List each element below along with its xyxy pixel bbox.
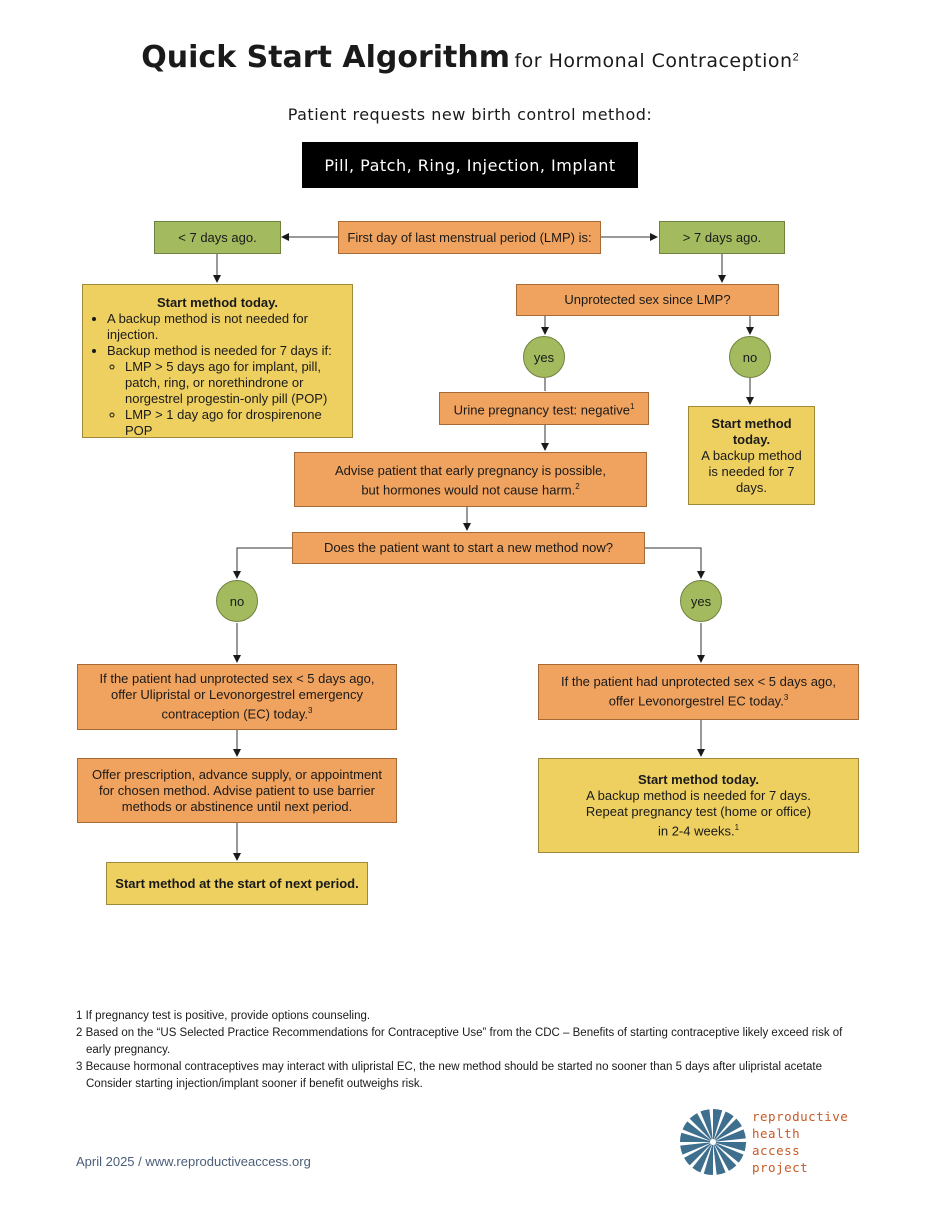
logo-ray (692, 1144, 712, 1173)
list-item: LMP > 1 day ago for drospirenone POP (125, 407, 344, 439)
footnote-3: 3 Because hormonal contraceptives may in… (76, 1061, 822, 1090)
start-next-period-text: Start method at the start of next period… (115, 875, 359, 891)
offer-prescription-text: Offer prescription, advance supply, or a… (92, 766, 383, 814)
no-start-body: A backup method is needed for 7 days. (701, 448, 802, 495)
title-footnote-ref: 2 (792, 51, 799, 64)
start-today-heading-left: Start method today. (156, 295, 279, 310)
logo-ray (715, 1129, 746, 1142)
title-bold: Quick Start Algorithm (141, 40, 510, 75)
advise-box: Advise patient that early pregnancy is p… (294, 452, 647, 507)
logo-ray (700, 1109, 713, 1140)
no-label: no (229, 593, 245, 609)
logo-ray (680, 1142, 711, 1155)
lmp-less-7: < 7 days ago. (178, 229, 257, 245)
footnote-1: 1 If pregnancy test is positive, provide… (76, 1010, 371, 1022)
logo-ray (715, 1142, 746, 1152)
list-item-text: Backup method is needed for 7 days if: (107, 343, 332, 358)
left-bullet-list: A backup method is not needed for inject… (91, 311, 344, 439)
footnotes: 1 If pregnancy test is positive, provide… (76, 1008, 856, 1093)
ec-yes-footnote-ref: 3 (783, 693, 789, 703)
subtitle: Patient requests new birth control metho… (287, 105, 653, 124)
logo-ray (689, 1113, 712, 1140)
logo-line: reproductive (752, 1109, 849, 1124)
yes-start-body-2: Repeat pregnancy test (home or office) i… (585, 804, 812, 839)
start-today-box-left: Start method today. A backup method is n… (82, 284, 353, 438)
list-item: A backup method is not needed for inject… (107, 311, 344, 343)
methods-box: Pill, Patch, Ring, Injection, Implant (302, 142, 638, 188)
lmp-question-box: First day of last menstrual period (LMP)… (338, 221, 601, 254)
yes-start-footnote-ref: 1 (734, 823, 740, 832)
logo-line: access (752, 1143, 801, 1158)
logo-ray (714, 1111, 734, 1140)
unprotected-sex-question: Unprotected sex since LMP? (564, 292, 731, 307)
yes-circle-upper: yes (523, 336, 565, 378)
logo-ray (715, 1143, 744, 1163)
logo-text: reproductive health access project (752, 1108, 848, 1176)
urine-test-box: Urine pregnancy test: negative1 (439, 392, 649, 425)
logo-ray (714, 1144, 737, 1171)
sub-bullet-list: LMP > 5 days ago for implant, pill, patc… (107, 359, 344, 439)
sunburst-logo-icon (680, 1109, 746, 1175)
title-rest: for Hormonal Contraception (514, 50, 793, 72)
offer-prescription-box: Offer prescription, advance supply, or a… (77, 758, 397, 823)
urine-footnote-ref: 1 (629, 401, 635, 411)
yes-start-heading: Start method today. (637, 772, 760, 787)
logo-ray (715, 1118, 742, 1141)
ec-yes-text: If the patient had unprotected sex < 5 d… (561, 674, 836, 709)
no-circle-upper: no (729, 336, 771, 378)
logo-ray (713, 1144, 726, 1175)
logo-ray (680, 1132, 711, 1142)
ec-box-no: If the patient had unprotected sex < 5 d… (77, 664, 397, 730)
urine-test: Urine pregnancy test: negative (453, 402, 630, 418)
want-now-question: Does the patient want to start a new met… (323, 540, 614, 555)
lmp-question: First day of last menstrual period (LMP)… (347, 229, 592, 245)
list-item: LMP > 5 days ago for implant, pill, patc… (125, 359, 344, 407)
footer-date-url: April 2025 / www.reproductiveaccess.org (76, 1154, 311, 1169)
page-title: Quick Start Algorithm for Hormonal Contr… (0, 40, 940, 75)
no-circle-lower: no (216, 580, 258, 622)
ec-no-footnote-ref: 3 (308, 706, 313, 716)
no-start-heading: Start method today. (711, 416, 792, 447)
yes-label: yes (533, 349, 555, 365)
list-item: Backup method is needed for 7 days if: L… (107, 343, 344, 439)
logo-line: project (752, 1160, 809, 1175)
advise-line-1: Advise patient that early pregnancy is p… (335, 463, 606, 478)
yes-circle-lower: yes (680, 580, 722, 622)
unprotected-sex-box: Unprotected sex since LMP? (516, 284, 779, 316)
start-today-box-no: Start method today. A backup method is n… (688, 406, 815, 505)
logo-ray (682, 1121, 711, 1141)
logo-ray (713, 1109, 723, 1140)
start-next-period-box: Start method at the start of next period… (106, 862, 368, 905)
lmp-more-7-box: > 7 days ago. (659, 221, 785, 254)
yes-start-body-1: A backup method is needed for 7 days. (586, 788, 811, 803)
no-label: no (742, 349, 758, 365)
start-today-box-yes: Start method today. A backup method is n… (538, 758, 859, 853)
ec-no-text: If the patient had unprotected sex < 5 d… (99, 671, 375, 722)
lmp-more-7: > 7 days ago. (682, 229, 762, 245)
logo-ray (684, 1143, 711, 1166)
ec-box-yes: If the patient had unprotected sex < 5 d… (538, 664, 859, 720)
footnote-2: 2 Based on the “US Selected Practice Rec… (76, 1027, 843, 1056)
lmp-less-7-box: < 7 days ago. (154, 221, 281, 254)
advise-footnote-ref: 2 (575, 482, 580, 491)
advise-line-2: but hormones would not cause harm. (361, 482, 576, 498)
want-now-box: Does the patient want to start a new met… (292, 532, 645, 564)
yes-label: yes (690, 593, 712, 609)
logo-ray (703, 1144, 713, 1175)
logo-line: health (752, 1126, 801, 1141)
